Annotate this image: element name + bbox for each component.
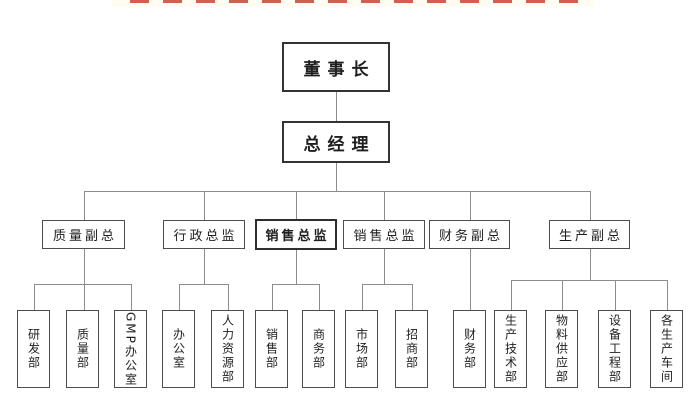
connector-line: [179, 284, 180, 310]
node-business-dept: 商务部: [302, 310, 335, 388]
connector-line: [84, 191, 85, 220]
dept-label: 商务部: [311, 328, 326, 370]
connector-line: [336, 163, 337, 191]
node-sales-director-1: 销售总监: [255, 219, 337, 250]
connector-line: [412, 284, 413, 310]
connector-line: [228, 284, 229, 310]
node-material-supply-dept: 物料供应部: [545, 310, 578, 388]
connector-line: [470, 191, 471, 220]
connector-line: [272, 284, 273, 310]
connector-line: [470, 249, 471, 310]
connector-line: [384, 191, 385, 220]
connector-line: [590, 249, 591, 280]
connector-line: [179, 284, 228, 285]
node-quality-vp: 质量副总: [42, 220, 125, 249]
dept-label: 办公室: [171, 328, 186, 370]
node-production-tech-dept: 生产技术部: [494, 310, 527, 388]
dept-label: 设备工程部: [607, 314, 622, 384]
node-sales-director-2: 销售总监: [343, 220, 425, 249]
dept-label: 财务部: [462, 328, 477, 370]
connector-line: [319, 284, 320, 310]
connector-line: [34, 284, 131, 285]
dept-label: 销售部: [264, 328, 279, 370]
node-finance-dept: 财务部: [453, 310, 486, 388]
node-production-workshops: 各生产车间: [650, 310, 683, 388]
connector-line: [204, 249, 205, 284]
connector-line: [562, 280, 563, 310]
connector-line: [615, 280, 616, 310]
connector-line: [511, 280, 512, 310]
node-gmp-office: GMP办公室: [114, 310, 147, 388]
connector-line: [84, 191, 590, 192]
connector-line: [131, 284, 132, 310]
node-merchant-dept: 招商部: [395, 310, 428, 388]
dept-label: 市场部: [354, 328, 369, 370]
dept-label: GMP办公室: [123, 311, 138, 387]
connector-line: [362, 284, 363, 310]
connector-line: [362, 284, 412, 285]
node-office: 办公室: [162, 310, 195, 388]
node-equipment-eng-dept: 设备工程部: [598, 310, 631, 388]
node-finance-vp: 财务副总: [429, 220, 510, 249]
node-quality-dept: 质量部: [66, 310, 99, 388]
dept-label: 生产技术部: [503, 314, 518, 384]
connector-line: [667, 280, 668, 310]
node-rd-dept: 研发部: [17, 310, 50, 388]
cropped-red-title-artifact: [130, 0, 592, 3]
connector-line: [84, 249, 85, 310]
node-hr-dept: 人力资源部: [211, 310, 244, 388]
dept-label: 物料供应部: [554, 314, 569, 384]
connector-line: [296, 191, 297, 220]
connector-line: [204, 191, 205, 220]
connector-line: [336, 92, 337, 121]
connector-line: [384, 249, 385, 284]
connector-line: [296, 250, 297, 284]
connector-line: [511, 280, 667, 281]
dept-label: 质量部: [75, 328, 90, 370]
dept-label: 人力资源部: [220, 314, 235, 384]
node-market-dept: 市场部: [345, 310, 378, 388]
dept-label: 研发部: [26, 328, 41, 370]
connector-line: [590, 191, 591, 220]
node-sales-dept: 销售部: [255, 310, 288, 388]
dept-label: 各生产车间: [659, 314, 674, 384]
node-general-manager: 总经理: [282, 121, 390, 163]
connector-line: [34, 284, 35, 310]
dept-label: 招商部: [404, 328, 419, 370]
connector-line: [272, 284, 319, 285]
node-production-vp: 生产副总: [549, 220, 630, 249]
node-admin-director: 行政总监: [163, 220, 245, 249]
node-chairman: 董事长: [282, 42, 390, 92]
cropped-title-band: [112, 0, 594, 7]
